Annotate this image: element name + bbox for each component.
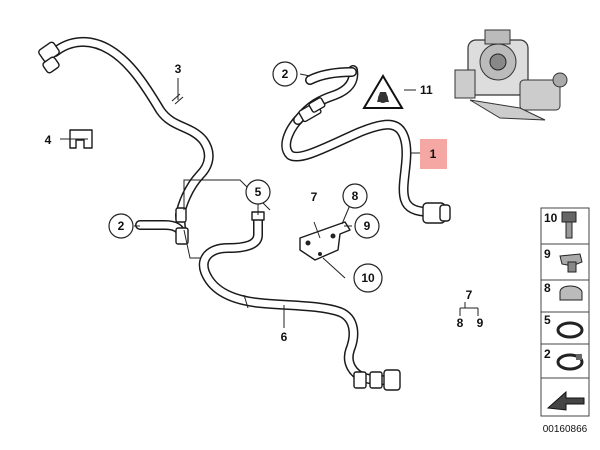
legend-panel: 10 9 8 5 2 (540, 207, 590, 417)
high-pressure-pump-icon (454, 29, 568, 121)
clip-nut-icon (559, 253, 583, 273)
callout-10-circle (353, 263, 383, 293)
arrow-icon (546, 390, 585, 411)
callout-7: 7 (311, 190, 318, 204)
hose-1[interactable] (281, 113, 451, 224)
legend-group-child-9: 9 (477, 316, 484, 330)
legend-item-2: 2 (544, 347, 551, 361)
callout-2-left-circle (108, 213, 134, 239)
callout-8: 8 (352, 189, 359, 203)
legend-group-child-8: 8 (457, 316, 464, 330)
callout-5: 5 (255, 185, 262, 199)
callout-4: 4 (45, 133, 52, 147)
hose-clamp-icon (556, 321, 584, 339)
callout-2-left: 2 (118, 219, 125, 233)
legend-item-10: 10 (544, 211, 558, 225)
callout-11: 11 (420, 83, 433, 97)
diagram-number: 00160866 (543, 424, 588, 435)
callout-1: 1 (430, 147, 437, 161)
warning-triangle-icon (362, 74, 404, 109)
callout-9: 9 (364, 219, 371, 233)
leader-lines (60, 73, 479, 328)
hose-2-top[interactable] (293, 65, 359, 125)
callout-2-top-circle (272, 61, 298, 87)
legend-item-9: 9 (544, 247, 551, 261)
callout-1-highlight (420, 139, 447, 169)
legend-group-parent: 7 (466, 288, 473, 302)
spring-clamp-icon (556, 353, 584, 371)
hose-2-left[interactable] (135, 207, 189, 245)
hose-6[interactable] (198, 211, 401, 391)
callout-6: 6 (281, 330, 288, 344)
callout-2-top: 2 (282, 67, 289, 81)
bracket-7-assembly[interactable] (299, 221, 351, 261)
callout-10: 10 (361, 271, 375, 285)
legend-item-8: 8 (544, 281, 551, 295)
legend-item-5: 5 (544, 313, 551, 327)
hose-3[interactable] (38, 37, 214, 233)
callout-9-circle (354, 213, 380, 239)
callout-5-circle (245, 179, 271, 205)
callout-3: 3 (175, 62, 182, 76)
bolt-icon (561, 211, 577, 239)
clamp-icon (559, 285, 583, 301)
callout-8-circle (342, 183, 368, 209)
